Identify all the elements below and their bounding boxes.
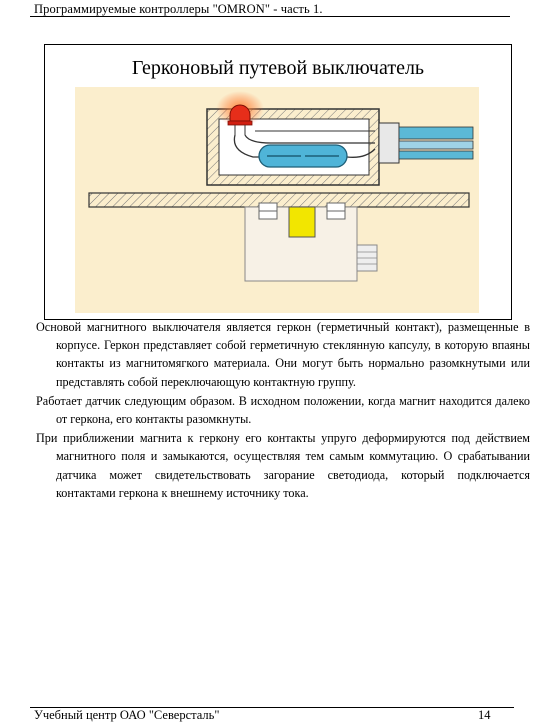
reed-switch-illustration (75, 87, 479, 313)
mounting-plate (88, 192, 470, 208)
page-number: 14 (478, 708, 491, 722)
wire (233, 134, 259, 158)
cable-icon (398, 126, 474, 160)
header-rule (30, 16, 510, 17)
figure-frame: Герконовый путевой выключатель (44, 44, 512, 320)
footer-rule (30, 707, 514, 708)
magnet-icon (288, 206, 316, 238)
body-text: Основой магнитного выключателя является … (36, 318, 530, 503)
paragraph: Работает датчик следующим образом. В исх… (36, 393, 530, 427)
paragraph: Основой магнитного выключателя является … (36, 320, 530, 389)
wire (244, 134, 375, 144)
page-header: Программируемые контроллеры "OMRON" - ча… (34, 2, 323, 16)
cable-gland (378, 122, 400, 164)
led-icon (229, 104, 251, 122)
figure-title: Герконовый путевой выключатель (131, 57, 425, 79)
paragraph: При приближении магнита к геркону его ко… (36, 431, 530, 500)
footer-organization: Учебный центр ОАО "Северсталь" (34, 708, 220, 722)
reed-capsule-icon (258, 144, 348, 168)
wire (346, 148, 376, 158)
